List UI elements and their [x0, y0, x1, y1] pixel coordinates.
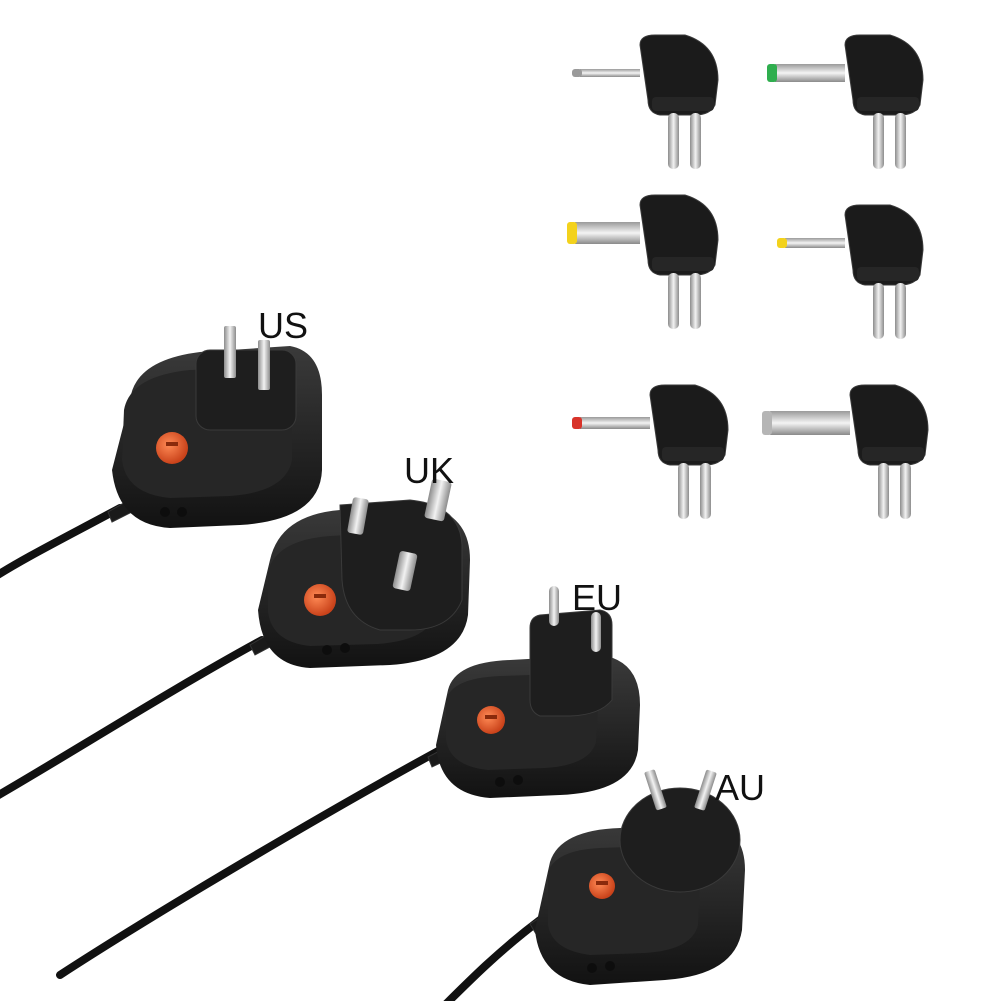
- eu-adapter: [436, 586, 640, 798]
- eu-voltage-dial: [477, 706, 505, 734]
- cable-eu: [56, 746, 444, 979]
- uk-pin-top: [424, 478, 452, 522]
- uk-voltage-dial: [304, 584, 336, 616]
- us-prong-left: [224, 326, 236, 378]
- label-eu: EU: [572, 577, 622, 618]
- au-voltage-dial: [589, 873, 615, 899]
- cable-uk: [0, 636, 266, 799]
- uk-adapter: [258, 478, 470, 668]
- uk-pin-left: [347, 497, 369, 535]
- label-us: US: [258, 305, 308, 346]
- us-voltage-dial: [156, 432, 188, 464]
- tip-yellow: [567, 194, 719, 329]
- tip-plain-small: [572, 34, 719, 169]
- eu-pin-left: [549, 586, 559, 626]
- label-au: AU: [715, 767, 765, 808]
- au-adapter: [535, 769, 745, 985]
- us-adapter: [112, 326, 322, 528]
- label-uk: UK: [404, 450, 454, 491]
- au-pin-left: [644, 769, 667, 811]
- tip-plain-large: [762, 384, 929, 519]
- connector-tips: [567, 34, 929, 519]
- au-pin-right: [694, 769, 717, 811]
- cable-us: [0, 504, 124, 579]
- us-prong-right: [258, 340, 270, 390]
- cable-au: [443, 916, 544, 1001]
- cables: [0, 504, 544, 1001]
- uk-pin-bottom: [392, 551, 418, 591]
- tip-yellow-small: [777, 204, 924, 339]
- eu-pin-right: [591, 612, 601, 652]
- tip-red: [572, 384, 729, 519]
- tip-green: [767, 34, 924, 169]
